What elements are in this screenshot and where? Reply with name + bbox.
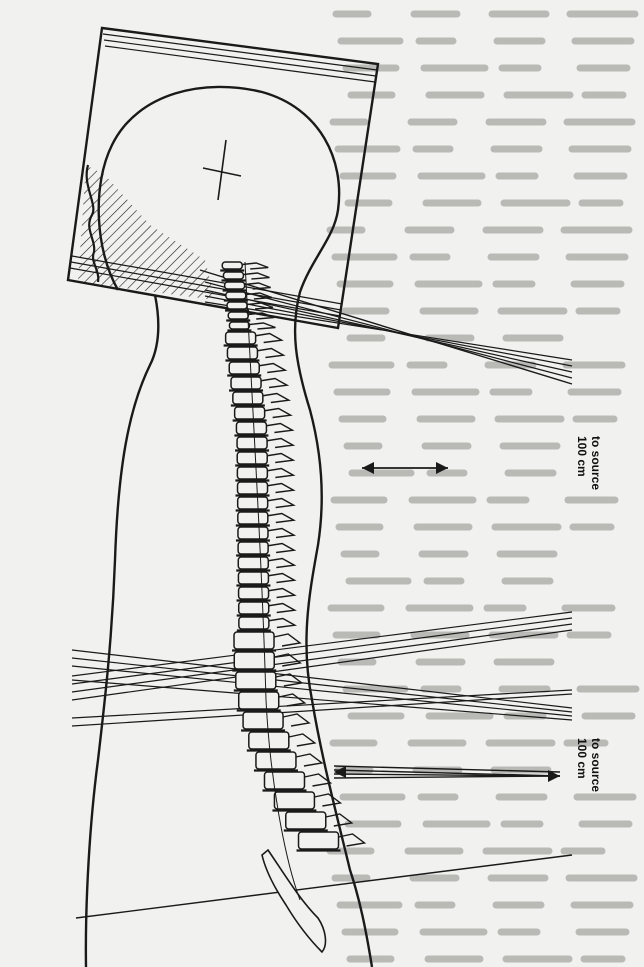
spinous-process bbox=[314, 794, 340, 806]
spinous-process bbox=[249, 323, 275, 329]
spinous-process bbox=[243, 273, 269, 279]
spinous-process bbox=[263, 394, 289, 403]
vertebra-body bbox=[227, 347, 257, 359]
vertebra-body bbox=[237, 437, 267, 449]
vertebra-body bbox=[238, 542, 268, 554]
spinous-process bbox=[261, 379, 287, 388]
field-center-cross bbox=[203, 140, 241, 200]
vertebra-body bbox=[238, 512, 268, 524]
spinous-process bbox=[245, 283, 271, 289]
vertebra-body bbox=[238, 557, 268, 569]
upper-distance-label: 100 cm to source bbox=[575, 436, 603, 490]
vertebra-body bbox=[235, 407, 265, 419]
spinous-process bbox=[268, 574, 294, 583]
spinous-process bbox=[274, 634, 300, 646]
spinous-process bbox=[289, 734, 315, 746]
lower-distance-label: 100 cm to source bbox=[575, 738, 603, 792]
lower-junction-beams bbox=[72, 612, 572, 918]
spinous-process bbox=[267, 469, 293, 478]
spinous-process bbox=[296, 754, 322, 766]
spinous-process bbox=[269, 589, 295, 598]
vertebra-body bbox=[238, 572, 268, 584]
spinous-process bbox=[267, 439, 293, 448]
vertebra-body bbox=[239, 602, 269, 614]
vertebra-body bbox=[238, 527, 268, 539]
vertebra-body bbox=[229, 322, 249, 329]
spinous-process bbox=[268, 499, 294, 508]
vertebra-body bbox=[227, 302, 247, 309]
spinous-process bbox=[267, 454, 293, 463]
spinous-process bbox=[268, 484, 294, 493]
vertebra-body bbox=[239, 692, 279, 709]
vertebra-body bbox=[238, 482, 268, 494]
spinous-process bbox=[279, 694, 305, 706]
vertebra-body bbox=[237, 467, 267, 479]
vertebra-body bbox=[299, 832, 339, 849]
vertebra-body bbox=[233, 392, 263, 404]
vertebra-body bbox=[238, 497, 268, 509]
spinous-process bbox=[268, 529, 294, 538]
vertebra-body bbox=[229, 362, 259, 374]
back-outline bbox=[86, 295, 158, 967]
lower-distance-label-line1: 100 cm bbox=[575, 738, 589, 779]
spinous-process bbox=[242, 263, 268, 269]
vertebra-body bbox=[236, 672, 276, 689]
spinous-process bbox=[268, 514, 294, 523]
upper-distance-label-line1: 100 cm bbox=[575, 436, 589, 477]
vertebra-body bbox=[226, 332, 256, 344]
vertebra-body bbox=[286, 812, 326, 829]
vertebra-body bbox=[243, 712, 283, 729]
spinous-process bbox=[257, 349, 283, 358]
lower-distance-label-line2: to source bbox=[589, 738, 603, 792]
vertebra-body bbox=[236, 422, 266, 434]
vertebra-body bbox=[239, 587, 269, 599]
vertebra-body bbox=[231, 377, 261, 389]
sacrum bbox=[262, 850, 325, 952]
vertebra-body bbox=[234, 632, 274, 649]
spinous-process bbox=[268, 559, 294, 568]
spinous-process bbox=[268, 544, 294, 553]
spinous-process bbox=[265, 409, 291, 418]
spinous-process bbox=[283, 714, 309, 726]
spinous-process bbox=[269, 619, 295, 628]
vertebra-body bbox=[234, 652, 274, 669]
upper-distance-label-line2: to source bbox=[589, 436, 603, 490]
vertebra-body bbox=[237, 452, 267, 464]
spinous-process bbox=[269, 604, 295, 613]
vertebra-body bbox=[226, 292, 246, 299]
shielded-region bbox=[78, 165, 215, 300]
vertebra-body bbox=[264, 772, 304, 789]
spinous-process bbox=[259, 364, 285, 373]
vertebra-body bbox=[225, 282, 245, 289]
vertebra-body bbox=[228, 312, 248, 319]
vertebra-body bbox=[256, 752, 296, 769]
spinous-process bbox=[256, 334, 282, 343]
vertebra-body bbox=[223, 272, 243, 279]
vertebra-body bbox=[274, 792, 314, 809]
spinous-process bbox=[266, 424, 292, 433]
vertebra-body bbox=[239, 617, 269, 629]
vertebra-body bbox=[222, 262, 242, 269]
